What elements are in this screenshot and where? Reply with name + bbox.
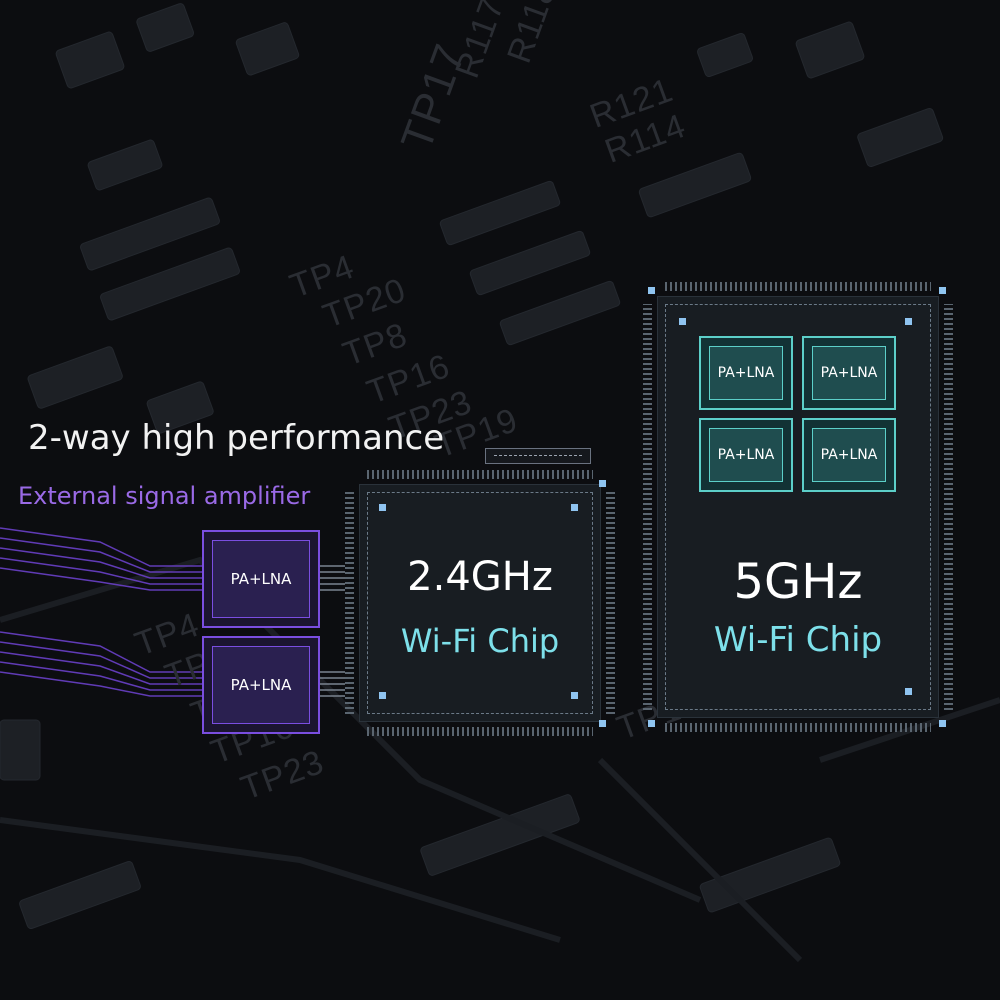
chip-2-4ghz: 2.4GHz Wi-Fi Chip <box>345 470 615 736</box>
chip-pins-right <box>606 492 615 714</box>
amplifier-label: PA+LNA <box>717 447 775 463</box>
amplifier-5ghz-4: PA+LNA <box>802 418 896 492</box>
corner-dot <box>939 720 946 727</box>
chip-pins-top <box>367 470 593 479</box>
amplifier-5ghz-3: PA+LNA <box>699 418 793 492</box>
amplifier-5ghz-2: PA+LNA <box>802 336 896 410</box>
amplifier-label: PA+LNA <box>820 365 878 381</box>
amplifier-2-4ghz-2: PA+LNA <box>202 636 320 734</box>
chip-label: Wi-Fi Chip <box>713 620 883 660</box>
subline: External signal amplifier <box>18 482 311 510</box>
corner-dot <box>905 688 912 695</box>
corner-dot <box>379 692 386 699</box>
amplifier-label: PA+LNA <box>820 447 878 463</box>
corner-dot <box>599 480 606 487</box>
corner-dot <box>939 287 946 294</box>
corner-dot <box>648 287 655 294</box>
amplifier-label: PA+LNA <box>230 676 292 694</box>
corner-dot <box>599 720 606 727</box>
amplifier-label: PA+LNA <box>230 570 292 588</box>
corner-dot <box>905 318 912 325</box>
chip-pins-top <box>665 282 931 291</box>
corner-dot <box>571 504 578 511</box>
chip-label: Wi-Fi Chip <box>400 622 560 660</box>
chip-pins-bottom <box>367 727 593 736</box>
corner-dot <box>679 318 686 325</box>
amplifier-label: PA+LNA <box>717 365 775 381</box>
chip-inner-border <box>367 492 593 714</box>
corner-dot <box>648 720 655 727</box>
chip-pins-right <box>944 304 953 710</box>
chip-pins-left <box>643 304 652 710</box>
chip-5ghz: 5GHz Wi-Fi Chip <box>643 282 953 732</box>
chip-body <box>359 484 601 722</box>
chip-pins-bottom <box>665 723 931 732</box>
headline: 2-way high performance <box>28 418 445 458</box>
chip-frequency: 5GHz <box>733 554 863 610</box>
chip-pins-left <box>345 492 354 714</box>
chip-frequency: 2.4GHz <box>407 554 553 600</box>
corner-dot <box>571 692 578 699</box>
amplifier-2-4ghz-1: PA+LNA <box>202 530 320 628</box>
chip-inner-border <box>665 304 931 710</box>
amplifier-5ghz-1: PA+LNA <box>699 336 793 410</box>
decorative-dash-box <box>485 448 591 464</box>
corner-dot <box>379 504 386 511</box>
